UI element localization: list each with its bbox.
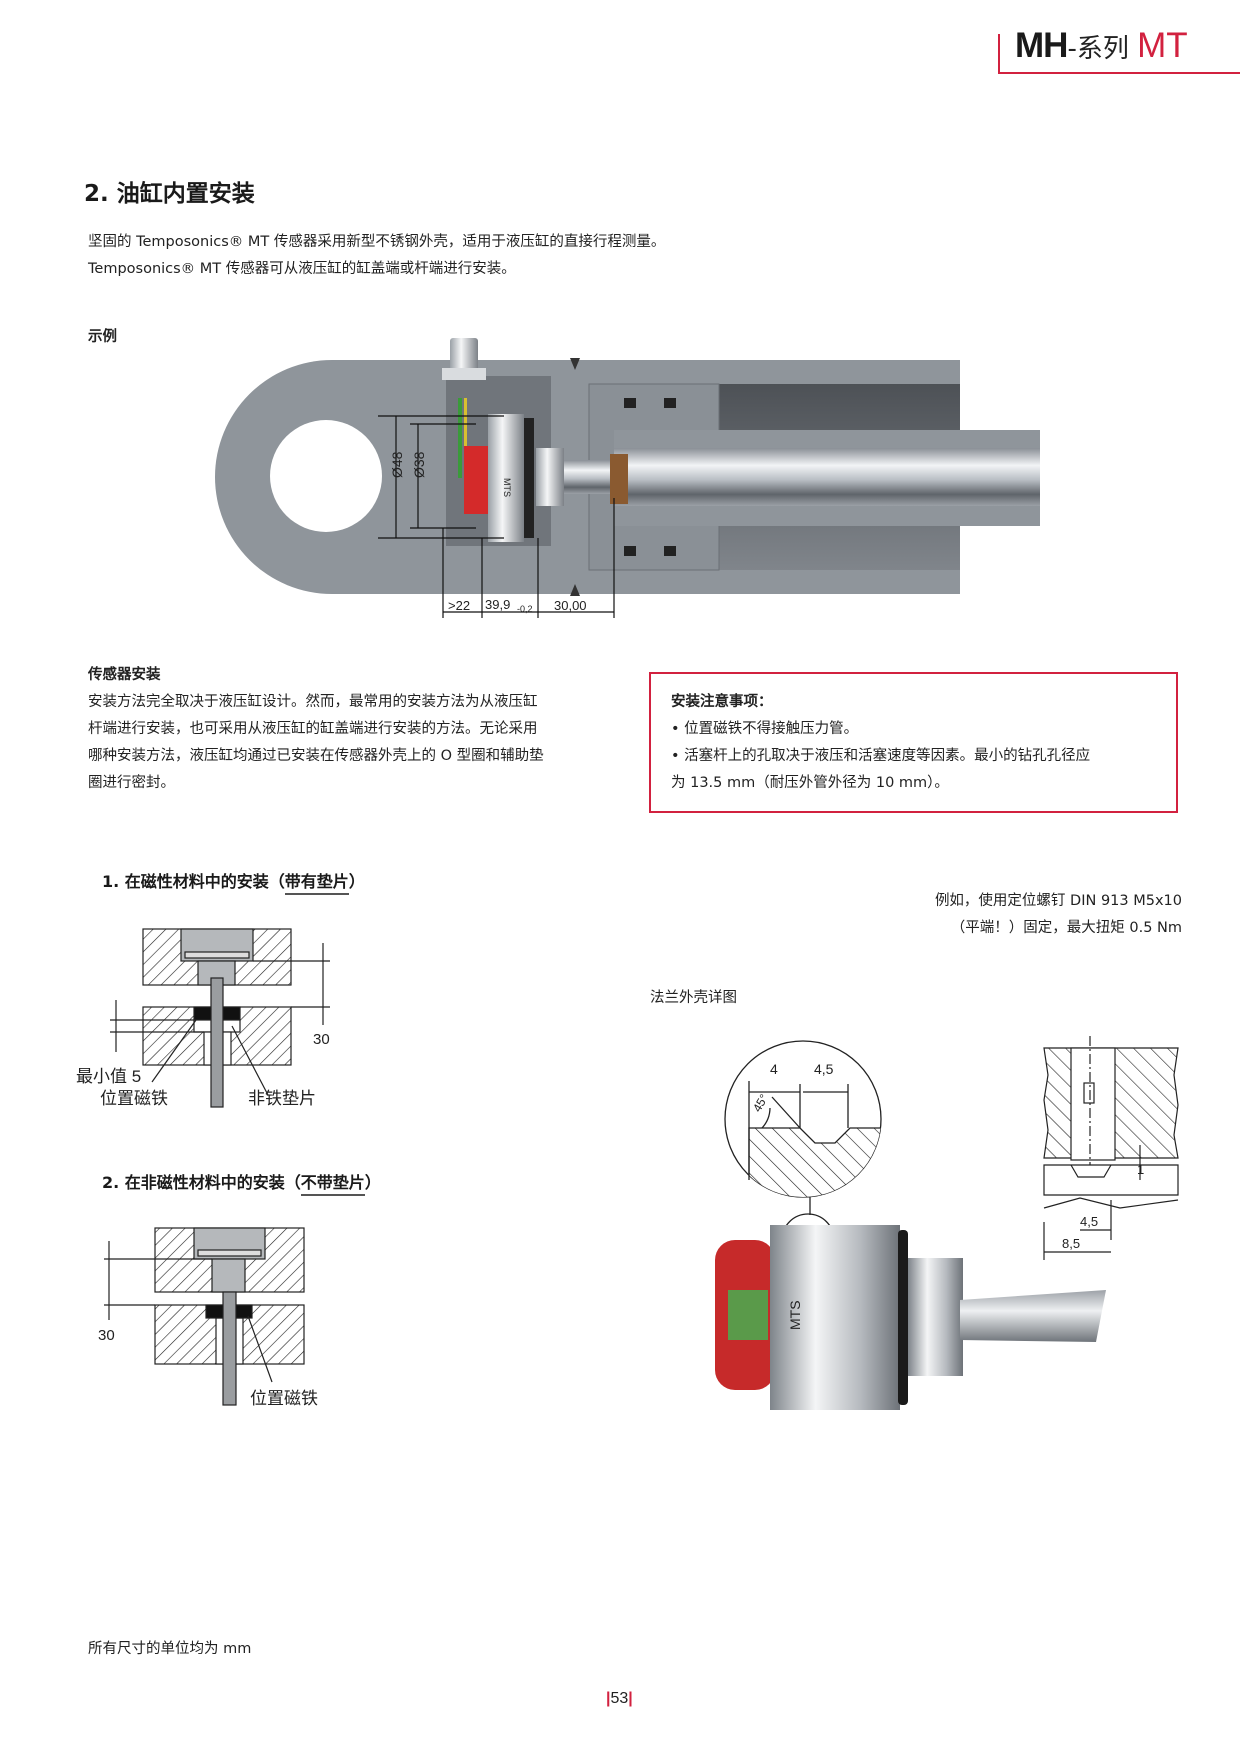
series-title: MH-系列 MT — [1015, 24, 1188, 71]
cylinder-cross-section-figure: MTS Ø48 Ø38 >22 39,9 -0,2 30,00 — [215, 338, 1040, 618]
notes-item-1: • 位置磁铁不得接触压力管。 — [671, 721, 859, 737]
dim-3-label: 30,00 — [554, 598, 587, 613]
section-title: 2. 油缸内置安装 — [84, 181, 255, 207]
magnet-label-2: 位置磁铁 — [250, 1389, 318, 1408]
series-model: MT — [1137, 26, 1188, 65]
install-magnetic-title: 1. 在磁性材料中的安装（带有垫片） — [102, 868, 365, 895]
dim-2-tolerance: -0,2 — [517, 604, 533, 614]
min-5-label: 最小值 5 — [76, 1067, 141, 1086]
detail-dim-4: 4 — [770, 1061, 778, 1077]
series-bold: MH — [1015, 26, 1068, 65]
header-rule-vertical — [998, 34, 1000, 74]
title-prefix: 2. 在非磁性材料中的安装（ — [102, 1173, 301, 1192]
side-dim-8-5: 8,5 — [1062, 1236, 1080, 1251]
title-underlined: 不带垫片 — [300, 1173, 365, 1196]
sensor-red-cap — [464, 446, 490, 514]
sensor-install-title: 传感器安装 — [88, 667, 161, 683]
install-notes-box — [649, 672, 1178, 813]
rod-bore — [614, 448, 1040, 506]
nonmagnetic-install-drawing — [104, 1227, 305, 1406]
sensor-install-line-3: 哪种安装方法，液压缸均通过已安装在传感器外壳上的 O 型圈和辅助垫 — [88, 748, 544, 764]
intro-line-1: 坚固的 Temposonics® MT 传感器采用新型不锈钢外壳，适用于液压缸的… — [88, 234, 666, 250]
page-number-value: 53 — [610, 1690, 629, 1707]
rod-seal — [610, 454, 628, 504]
set-screw-detail — [1043, 1036, 1179, 1260]
sensor-brand-mark: MTS — [787, 1300, 803, 1330]
brand-mark: MTS — [502, 478, 512, 497]
detail-dim-4-5: 4,5 — [814, 1061, 834, 1077]
sensor-hex — [536, 448, 564, 506]
title-prefix: 1. 在磁性材料中的安装（ — [102, 872, 285, 891]
magnetic-install-drawing — [110, 928, 330, 1108]
flange-detail-circle — [724, 1040, 882, 1267]
sensor-photo: MTS — [715, 1225, 1106, 1410]
sensor-install-line-2: 杆端进行安装，也可采用从液压缸的缸盖端进行安装的方法。无论采用 — [88, 721, 538, 737]
notes-title: 安装注意事项： — [671, 694, 773, 710]
spacer-label: 非铁垫片 — [248, 1089, 316, 1108]
magnet-label: 位置磁铁 — [100, 1089, 168, 1108]
intro-line-2: Temposonics® MT 传感器可从液压缸的缸盖端或杆端进行安装。 — [88, 261, 516, 277]
side-dim-4-5: 4,5 — [1080, 1214, 1098, 1229]
set-screw-note-2: （平端！）固定，最大扭矩 0.5 Nm — [950, 920, 1182, 936]
nonmagnetic-dim-30: 30 — [98, 1327, 115, 1344]
install-nonmagnetic-title: 2. 在非磁性材料中的安装（不带垫片） — [102, 1169, 381, 1196]
set-screw-note-1: 例如，使用定位螺钉 DIN 913 M5x10 — [934, 893, 1182, 909]
footer-note: 所有尺寸的单位均为 mm — [88, 1641, 252, 1657]
title-suffix: ） — [364, 1173, 381, 1192]
dim-2-label: 39,9 — [485, 597, 510, 612]
dia-outer-label: Ø48 — [389, 451, 405, 478]
magnetic-dim-30: 30 — [313, 1031, 330, 1048]
dia-inner-label: Ø38 — [411, 451, 427, 478]
example-label: 示例 — [88, 329, 117, 345]
sensor-flange — [488, 414, 524, 542]
side-dim-1: 1 — [1137, 1162, 1144, 1177]
dimension-lines — [378, 415, 615, 618]
notes-item-2: • 活塞杆上的孔取决于液压和活塞速度等因素。最小的钻孔孔径应 — [671, 748, 1091, 764]
sensor-install-line-1: 安装方法完全取决于液压缸设计。然而，最常用的安装方法为从液压缸 — [88, 694, 538, 710]
clevis-hole — [270, 420, 382, 532]
dim-1-label: >22 — [448, 598, 470, 613]
connector-nut — [450, 338, 478, 372]
title-suffix: ） — [348, 872, 365, 891]
sensor-install-line-4: 圈进行密封。 — [88, 775, 175, 791]
title-underlined: 带有垫片 — [284, 872, 349, 895]
flange-detail-title: 法兰外壳详图 — [650, 990, 737, 1006]
notes-item-3: 为 13.5 mm（耐压外管外径为 10 mm）。 — [671, 775, 949, 791]
page-number: |53| — [606, 1690, 633, 1707]
series-cn: -系列 — [1067, 34, 1138, 64]
header-rule-horizontal — [998, 72, 1240, 74]
